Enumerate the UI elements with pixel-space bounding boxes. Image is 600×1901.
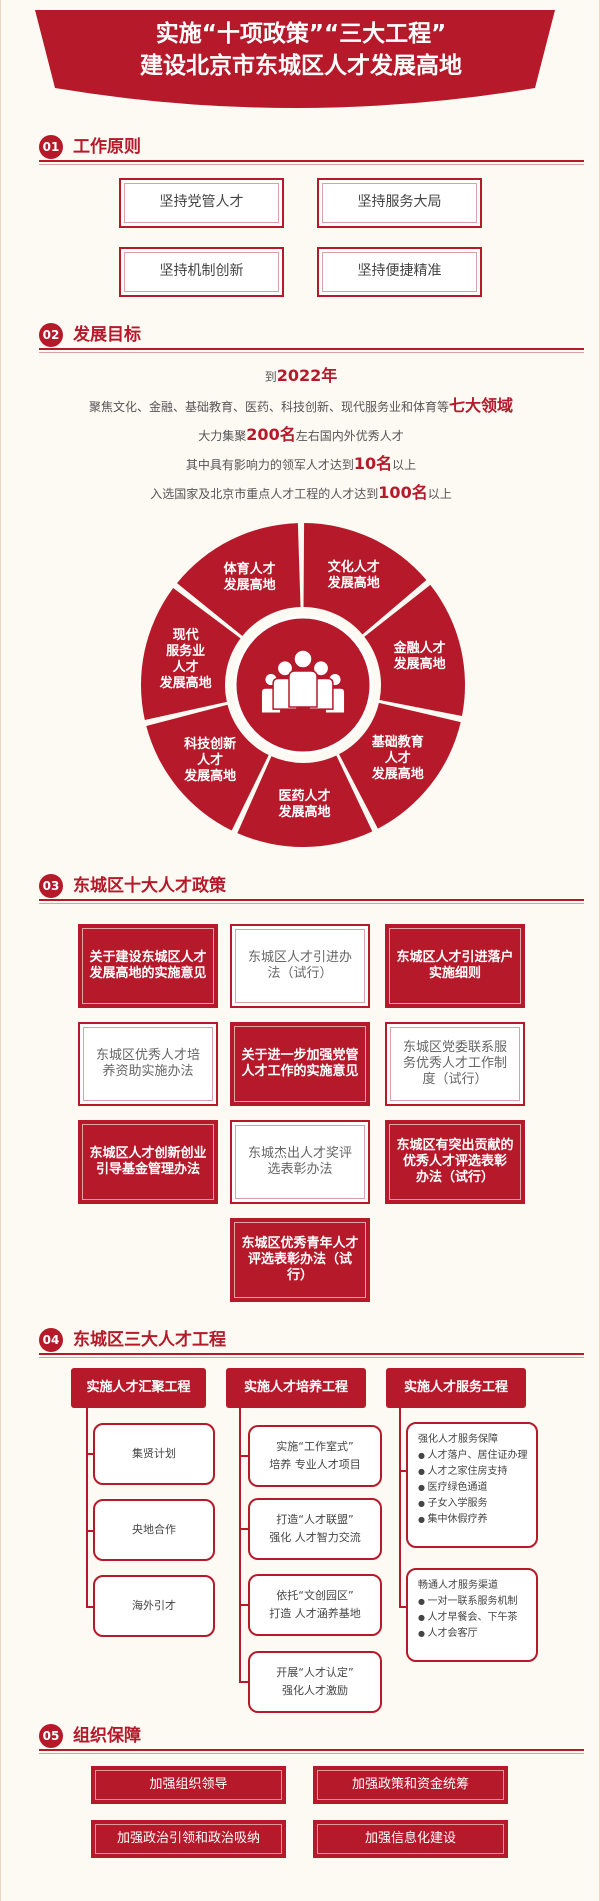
section-divider (39, 160, 584, 165)
principle-card: 坚持服务大局 (317, 178, 482, 228)
service-item: 集中休假疗养 (418, 1512, 530, 1528)
title-banner (35, 10, 555, 108)
wheel-segment-label: 体育人才 发展高地 (223, 561, 276, 593)
service-item: 人才落户、居住证办理 (418, 1448, 530, 1464)
section-number: 02 (39, 323, 63, 347)
connector-line (239, 1528, 249, 1530)
people-group-icon (260, 649, 346, 714)
section-divider (39, 1353, 584, 1358)
connector-line (399, 1606, 407, 1608)
section-title: 组织保障 (73, 1726, 141, 1746)
section-title: 工作原则 (73, 137, 141, 157)
project-head-service: 实施人才服务工程 (386, 1368, 526, 1408)
section-header-policies: 03 东城区十大人才政策 (39, 872, 584, 904)
banner-title-line2: 建设北京市东城区人才发展高地 (140, 53, 462, 79)
gather-item: 海外引才 (93, 1575, 215, 1637)
connector-line (399, 1470, 407, 1472)
section-number: 03 (39, 874, 63, 898)
project-head-train: 实施人才培养工程 (226, 1368, 366, 1408)
policy-card: 东城区优秀青年人才评选表彰办法（试行） (230, 1218, 370, 1302)
wheel-segment (364, 584, 465, 717)
train-item: 依托“文创园区” 打造 人才涵养基地 (248, 1574, 382, 1636)
train-item: 实施“工作室式” 培养 专业人才项目 (248, 1425, 382, 1487)
gather-item: 央地合作 (93, 1499, 215, 1561)
service-box-support: 强化人才服务保障 人才落户、居住证办理 人才之家住房支持 医疗绿色通道 子女入学… (406, 1422, 538, 1548)
principle-card: 坚持党管人才 (119, 178, 284, 228)
section-divider (39, 1749, 584, 1754)
policy-card: 关于建设东城区人才发展高地的实施意见 (78, 924, 218, 1008)
connector-line (239, 1681, 249, 1683)
banner-title-line1: 实施“十项政策”“三大工程” (155, 21, 447, 47)
policy-card: 东城区优秀人才培养资助实施办法 (78, 1022, 218, 1106)
policy-card: 东城区党委联系服务优秀人才工作制度（试行） (385, 1022, 525, 1106)
policy-card: 东城区人才创新创业引导基金管理办法 (78, 1120, 218, 1204)
service-item: 人才会客厅 (418, 1626, 530, 1642)
goal-leaders: 其中具有影响力的领军人才达到10名以上 (185, 454, 417, 473)
section-header-guarantee: 05 组织保障 (39, 1722, 584, 1754)
service-item: 医疗绿色通道 (418, 1480, 530, 1496)
service-item: 人才早餐会、下午茶 (418, 1610, 530, 1626)
service-box-channel: 畅通人才服务渠道 一对一联系服务机制 人才早餐会、下午茶 人才会客厅 (406, 1568, 538, 1662)
wheel-segment-label: 金融人才 发展高地 (393, 640, 446, 672)
connector-line (86, 1408, 88, 1608)
service-item: 人才之家住房支持 (418, 1464, 530, 1480)
connector-line (239, 1604, 249, 1606)
service-item: 子女入学服务 (418, 1496, 530, 1512)
policy-card: 东城区人才引进办法（试行） (230, 924, 370, 1008)
section-header-goals: 02 发展目标 (39, 321, 584, 353)
wheel-segment-label: 文化人才 发展高地 (327, 560, 380, 592)
wheel-segment-label: 现代 服务业 人才 发展高地 (159, 627, 212, 691)
wheel-segment (146, 704, 269, 831)
project-head-gather: 实施人才汇聚工程 (71, 1368, 206, 1408)
policy-card: 东城区人才引进落户实施细则 (385, 924, 525, 1008)
goal-key-projects: 入选国家及北京市重点人才工程的人才达到100名以上 (150, 483, 452, 502)
goal-year: 到2022年 (264, 366, 338, 385)
train-item: 打造“人才联盟” 强化 人才智力交流 (248, 1498, 382, 1560)
wheel-segment-label: 基础教育 人才 发展高地 (371, 734, 424, 782)
section-title: 发展目标 (73, 325, 141, 345)
wheel-segment (237, 755, 373, 847)
policy-card: 东城杰出人才奖评选表彰办法 (230, 1120, 370, 1204)
connector-line (86, 1530, 94, 1532)
section-number: 04 (39, 1328, 63, 1352)
section-divider (39, 899, 584, 904)
section-number: 01 (39, 135, 63, 159)
principle-card: 坚持机制创新 (119, 247, 284, 297)
guarantee-item: 加强组织领导 (91, 1766, 286, 1804)
section-divider (39, 348, 584, 353)
wheel-segment (140, 588, 241, 720)
connector-line (239, 1455, 249, 1457)
wheel-segment-label: 科技创新 人才 发展高地 (184, 736, 237, 784)
section-header-principles: 01 工作原则 (39, 133, 584, 165)
train-item: 开展“人才认定” 强化人才激励 (248, 1651, 382, 1713)
guarantee-item: 加强政策和资金统筹 (313, 1766, 508, 1804)
wheel-graphic (140, 523, 465, 847)
section-title: 东城区三大人才工程 (73, 1330, 226, 1350)
wheel-segment (177, 523, 301, 636)
policy-card: 关于进一步加强党管人才工作的实施意见 (230, 1022, 370, 1106)
banner-title: 实施“十项政策”“三大工程” 建设北京市东城区人才发展高地 (1, 18, 600, 82)
wheel-segment (339, 702, 461, 829)
policy-card: 东城区有突出贡献的优秀人才评选表彰 办法（试行） (385, 1120, 525, 1204)
goal-talent-count: 大力集聚200名左右国内外优秀人才 (198, 425, 404, 444)
wheel-segment (303, 523, 427, 635)
section-number: 05 (39, 1724, 63, 1748)
connector-line (86, 1606, 94, 1608)
gather-item: 集贤计划 (93, 1423, 215, 1485)
principle-card: 坚持便捷精准 (317, 247, 482, 297)
section-title: 东城区十大人才政策 (73, 876, 226, 896)
section-header-projects: 04 东城区三大人才工程 (39, 1326, 584, 1358)
connector-line (239, 1408, 241, 1683)
guarantee-item: 加强信息化建设 (313, 1820, 508, 1858)
goal-fields: 聚焦文化、金融、基础教育、医药、科技创新、现代服务业和体育等七大领域 (88, 396, 514, 415)
connector-line (86, 1453, 94, 1455)
connector-line (399, 1408, 401, 1608)
guarantee-item: 加强政治引领和政治吸纳 (91, 1820, 286, 1858)
service-item: 一对一联系服务机制 (418, 1594, 530, 1610)
wheel-segment-label: 医药人才 发展高地 (278, 788, 331, 820)
service-box-title: 强化人才服务保障 (418, 1434, 498, 1445)
service-box-title: 畅通人才服务渠道 (418, 1580, 498, 1591)
seven-fields-wheel: 文化人才 发展高地金融人才 发展高地基础教育 人才 发展高地医药人才 发展高地 科… (138, 520, 468, 850)
